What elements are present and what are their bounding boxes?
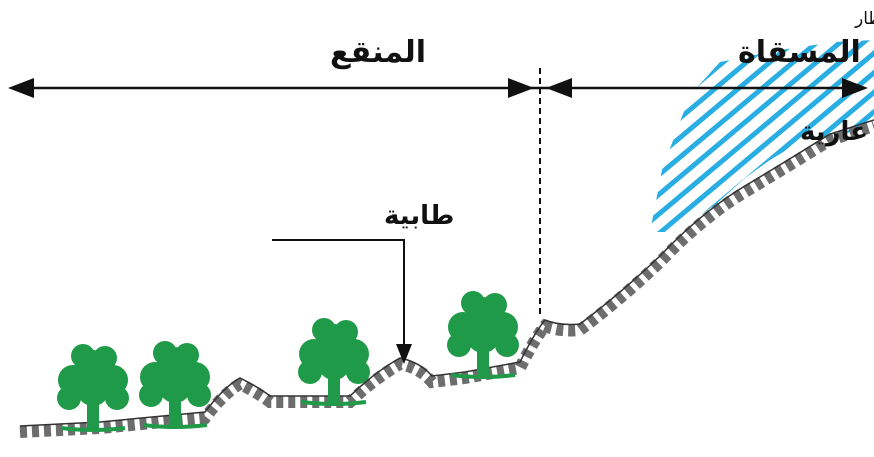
terrace-label: طابية (384, 201, 454, 231)
catchment-label: المسقاة (738, 35, 861, 70)
sink-area-label: المنقع (330, 35, 426, 70)
ground-slope (19, 119, 874, 438)
rain-label: أمطار (854, 7, 874, 29)
terrace-pointer (272, 239, 412, 364)
bare-summit-label: قمة عارية (800, 117, 874, 147)
tree-icon (57, 344, 129, 430)
extent-arrows (8, 78, 868, 98)
